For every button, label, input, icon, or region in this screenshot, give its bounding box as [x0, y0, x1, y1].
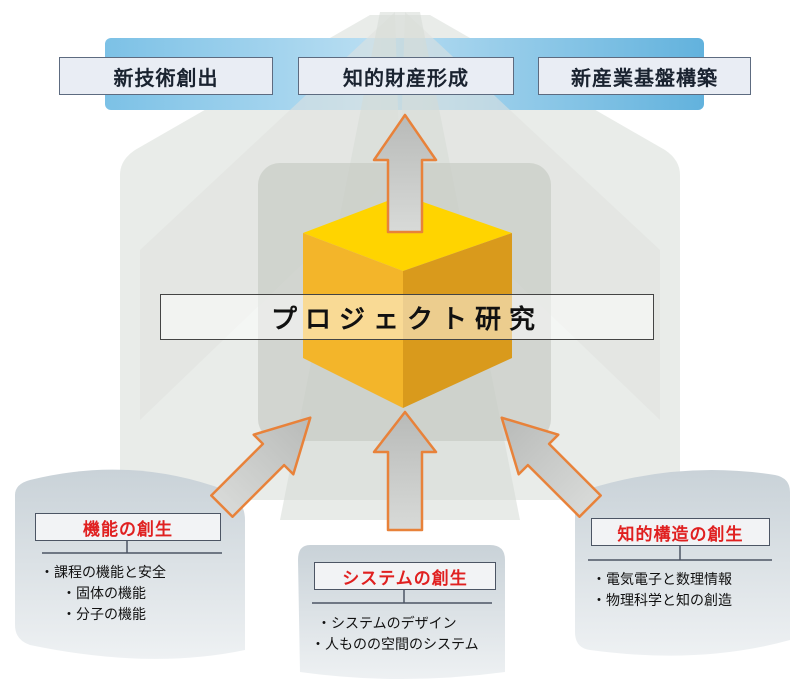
middle-group-title: システムの創生: [314, 562, 496, 590]
list-item: ・人ものの空間のシステム: [311, 637, 479, 653]
top-box-new-industry-base: 新産業基盤構築: [538, 57, 751, 95]
right-group-items: ・電気電子と数理情報 ・物理科学と知の創造: [592, 570, 732, 612]
list-item: ・分子の機能: [62, 607, 146, 623]
list-item: ・物理科学と知の創造: [592, 593, 732, 609]
left-group-items: ・課程の機能と安全 ・固体の機能 ・分子の機能: [40, 563, 166, 626]
middle-group-items: ・システムのデザイン ・人ものの空間のシステム: [311, 614, 479, 656]
arrow-from-left: [210, 416, 312, 518]
list-item: ・システムのデザイン: [317, 616, 457, 632]
top-box-new-technology: 新技術創出: [59, 57, 273, 95]
right-group-title: 知的構造の創生: [591, 518, 770, 546]
list-item: ・固体の機能: [62, 586, 146, 602]
left-group-title: 機能の創生: [35, 513, 221, 541]
arrow-from-middle: [372, 410, 438, 532]
project-research-label: プロジェクト研究: [160, 294, 654, 340]
arrow-up-top: [372, 113, 438, 234]
list-item: ・電気電子と数理情報: [592, 572, 732, 588]
arrow-from-right: [500, 416, 602, 518]
top-box-intellectual-property: 知的財産形成: [298, 57, 514, 95]
list-item: ・課程の機能と安全: [40, 565, 166, 581]
right-panel-shape: [575, 470, 790, 656]
